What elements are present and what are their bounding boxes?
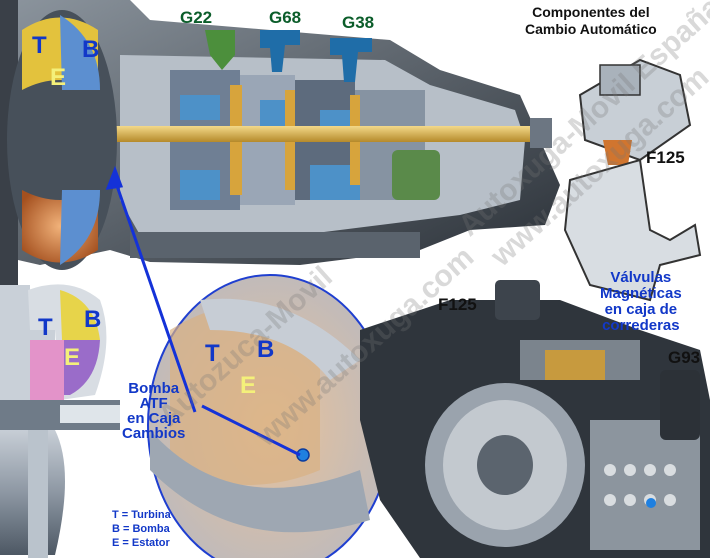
letter-e-left: E — [64, 344, 81, 371]
pump-label: Bomba ATF en Caja Cambios — [122, 381, 185, 441]
letter-b-circle: B — [257, 336, 275, 363]
label-f125-solenoid: F125 — [646, 148, 685, 167]
valves-label-line: en caja de — [604, 301, 678, 318]
pump-label-line: ATF — [139, 395, 168, 412]
pump-label-line: Cambios — [122, 425, 186, 442]
f125-solenoid — [563, 58, 702, 302]
valves-label: Válvulas Magnéticas en caja de corredera… — [600, 270, 682, 334]
transmission-cutaway — [18, 0, 560, 265]
legend-item-bomba: B = Bomba — [112, 523, 170, 535]
valves-label-line: Válvulas — [610, 269, 672, 286]
title-line-1: Componentes del — [532, 4, 650, 20]
label-g93: G93 — [668, 348, 701, 367]
letter-t-top: T — [32, 32, 47, 59]
label-g22: G22 — [180, 8, 213, 27]
torque-converter-left — [0, 284, 120, 558]
letter-t-circle: T — [205, 340, 220, 367]
label-g38: G38 — [342, 13, 375, 32]
torque-converter-top — [7, 10, 117, 270]
valves-label-line: correderas — [602, 317, 680, 334]
letter-t-left: T — [38, 314, 53, 341]
letter-b-top: B — [82, 36, 100, 63]
legend-item-estator: E = Estator — [112, 537, 170, 549]
pump-zoom-circle — [147, 274, 393, 558]
diagram-title: Componentes del Cambio Automático — [525, 4, 657, 38]
letter-e-top: E — [50, 64, 67, 91]
transmission-photo — [360, 280, 710, 558]
pump-label-line: en Caja — [127, 410, 181, 427]
legend-item-turbina: T = Turbina — [112, 509, 171, 521]
label-g68: G68 — [269, 8, 302, 27]
legend: T = Turbina B = Bomba E = Estator — [112, 508, 171, 550]
title-line-2: Cambio Automático — [525, 21, 657, 37]
pump-label-line: Bomba — [128, 380, 180, 397]
letter-e-circle: E — [240, 372, 257, 399]
valves-label-line: Magnéticas — [600, 285, 682, 302]
label-f125-gearbox: F125 — [438, 295, 477, 314]
sensor-plugs — [205, 30, 372, 82]
letter-b-left: B — [84, 306, 102, 333]
